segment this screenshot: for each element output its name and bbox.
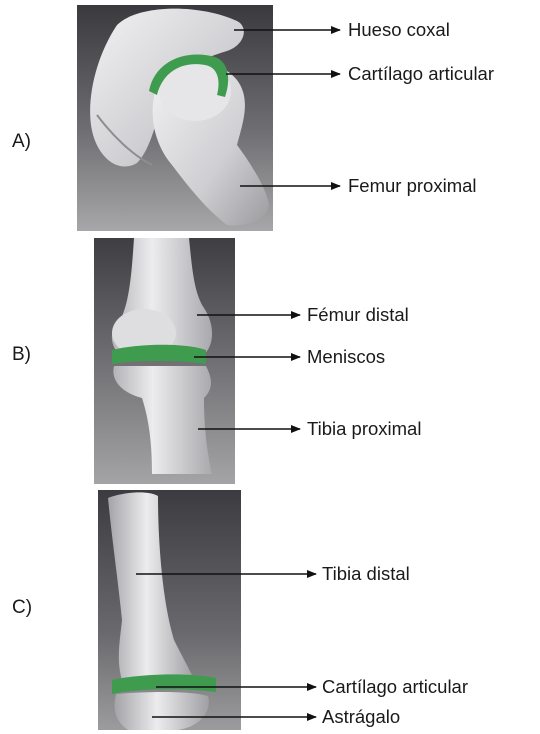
label-femur-distal: Fémur distal [307, 304, 409, 326]
label-hueso-coxal: Hueso coxal [348, 19, 450, 41]
label-tibia-proximal: Tibia proximal [307, 418, 421, 440]
label-astragalo: Astrágalo [322, 706, 400, 728]
label-femur-proximal: Femur proximal [348, 175, 477, 197]
label-cartilago-articular-c: Cartílago articular [322, 676, 468, 698]
label-meniscos: Meniscos [307, 346, 385, 368]
label-cartilago-articular-a: Cartílago articular [348, 63, 494, 85]
label-tibia-distal: Tibia distal [322, 563, 410, 585]
